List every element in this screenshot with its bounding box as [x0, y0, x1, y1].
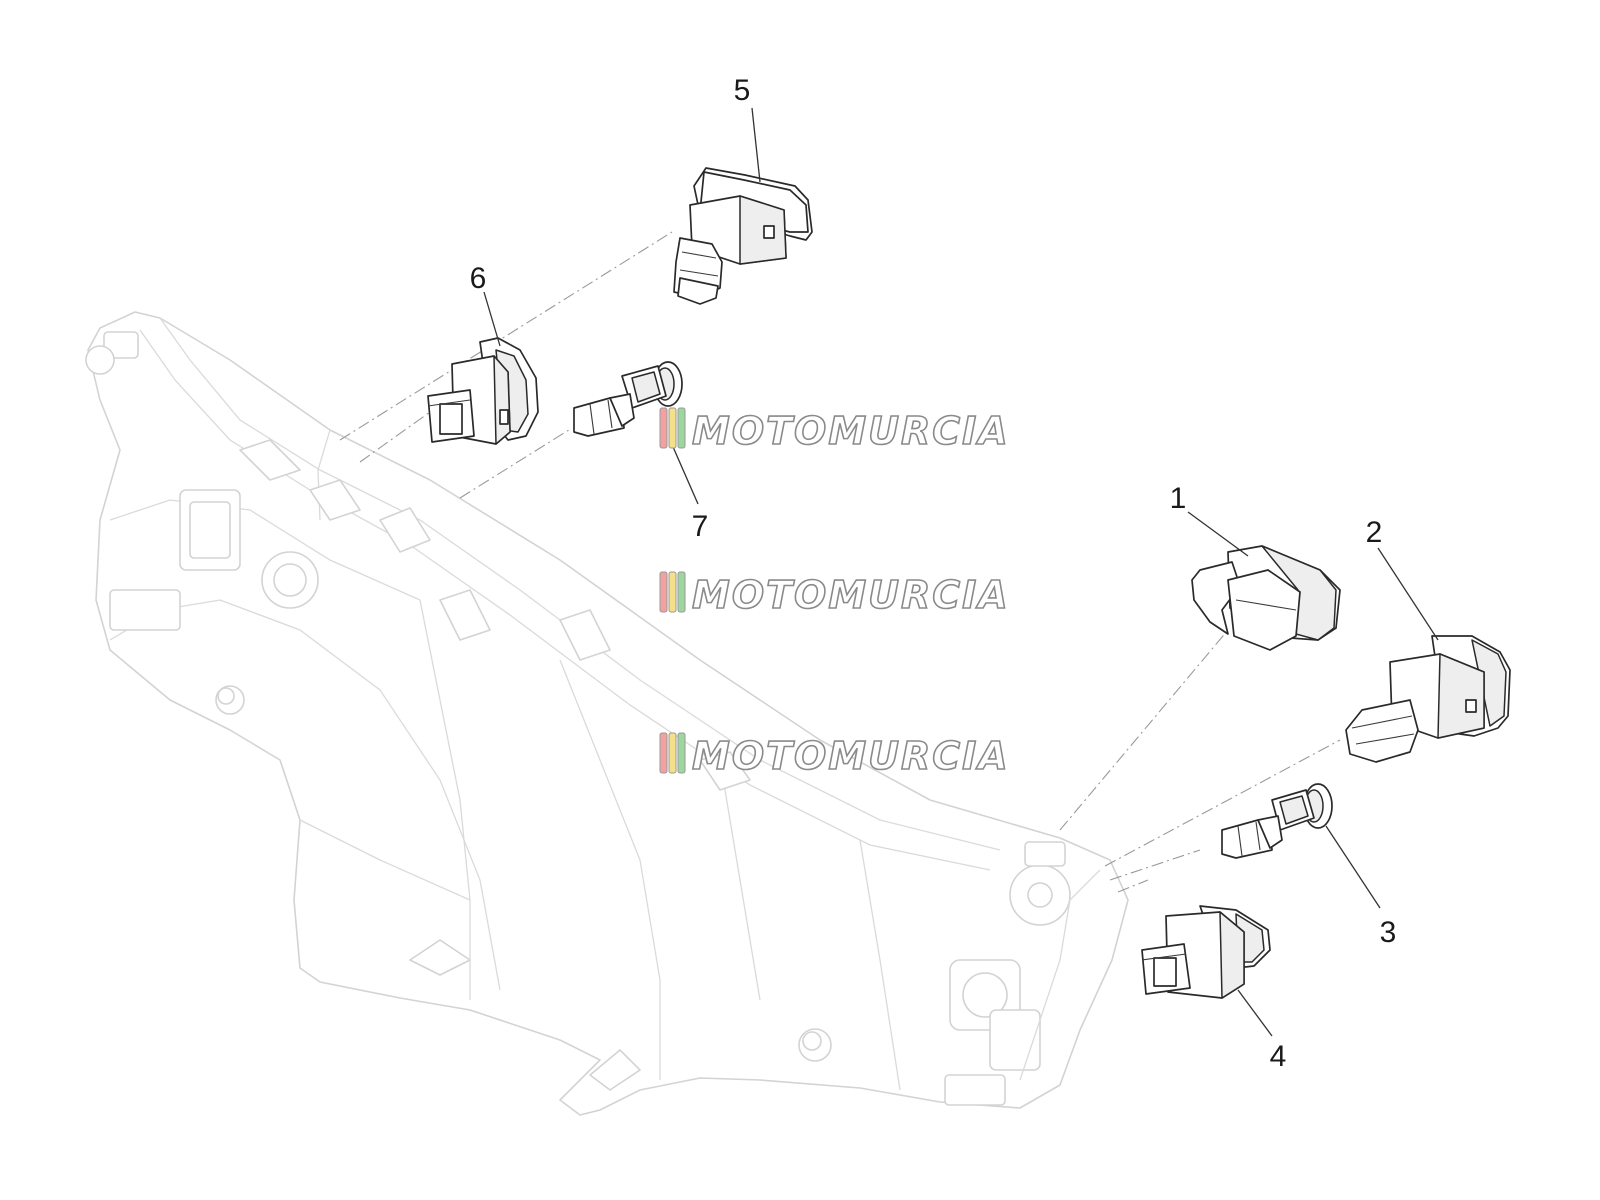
handlebar-rear-cover — [85, 311, 1129, 1116]
watermark-stripe — [668, 571, 677, 613]
assembly-line-2 — [1104, 739, 1341, 867]
part-4-switch — [1141, 905, 1271, 999]
part-7-switch — [573, 361, 683, 437]
assembly-line-4 — [1117, 879, 1149, 893]
leader-line-6 — [483, 291, 501, 347]
watermark-stripe — [668, 407, 677, 449]
watermark-stripe — [668, 732, 677, 774]
callout-5: 5 — [734, 74, 751, 107]
part-2-switch — [1345, 635, 1511, 763]
callout-6: 6 — [470, 262, 487, 295]
part-3-switch — [1221, 783, 1333, 859]
watermark-text: MOTOMURCIA — [692, 573, 1010, 617]
watermark-stripe — [677, 571, 686, 613]
watermark-stripe — [659, 571, 668, 613]
watermark-3: MOTOMURCIA — [659, 732, 1010, 779]
leader-line-1 — [1187, 511, 1249, 557]
callout-2: 2 — [1366, 516, 1383, 549]
watermark-2: MOTOMURCIA — [659, 571, 1010, 618]
assembly-line-1 — [1059, 629, 1229, 831]
watermark-stripe — [659, 407, 668, 449]
watermark-text: MOTOMURCIA — [692, 734, 1010, 778]
callout-4: 4 — [1270, 1040, 1287, 1073]
assembly-lines — [339, 231, 1341, 893]
assembly-line-6 — [359, 411, 431, 463]
part-1-switch — [1191, 545, 1341, 651]
callout-7: 7 — [692, 510, 709, 543]
assembly-line-3 — [1109, 849, 1201, 881]
assembly-line-7 — [459, 427, 573, 499]
watermark-1: MOTOMURCIA — [659, 407, 1010, 454]
watermark-stripe — [677, 407, 686, 449]
part-6-switch — [427, 337, 539, 445]
leader-line-5 — [751, 107, 761, 183]
callout-labels: 5 6 7 1 2 3 4 — [470, 74, 1397, 1073]
watermark-text: MOTOMURCIA — [692, 409, 1010, 453]
leader-line-3 — [1325, 825, 1381, 909]
part-5-switch — [673, 167, 813, 305]
leader-line-4 — [1237, 989, 1273, 1037]
watermark-stripe — [659, 732, 668, 774]
leader-lines — [483, 107, 1439, 1037]
callout-1: 1 — [1170, 482, 1187, 515]
watermark-stripe — [677, 732, 686, 774]
leader-line-7 — [669, 439, 699, 505]
callout-3: 3 — [1380, 916, 1397, 949]
leader-line-2 — [1377, 547, 1439, 641]
